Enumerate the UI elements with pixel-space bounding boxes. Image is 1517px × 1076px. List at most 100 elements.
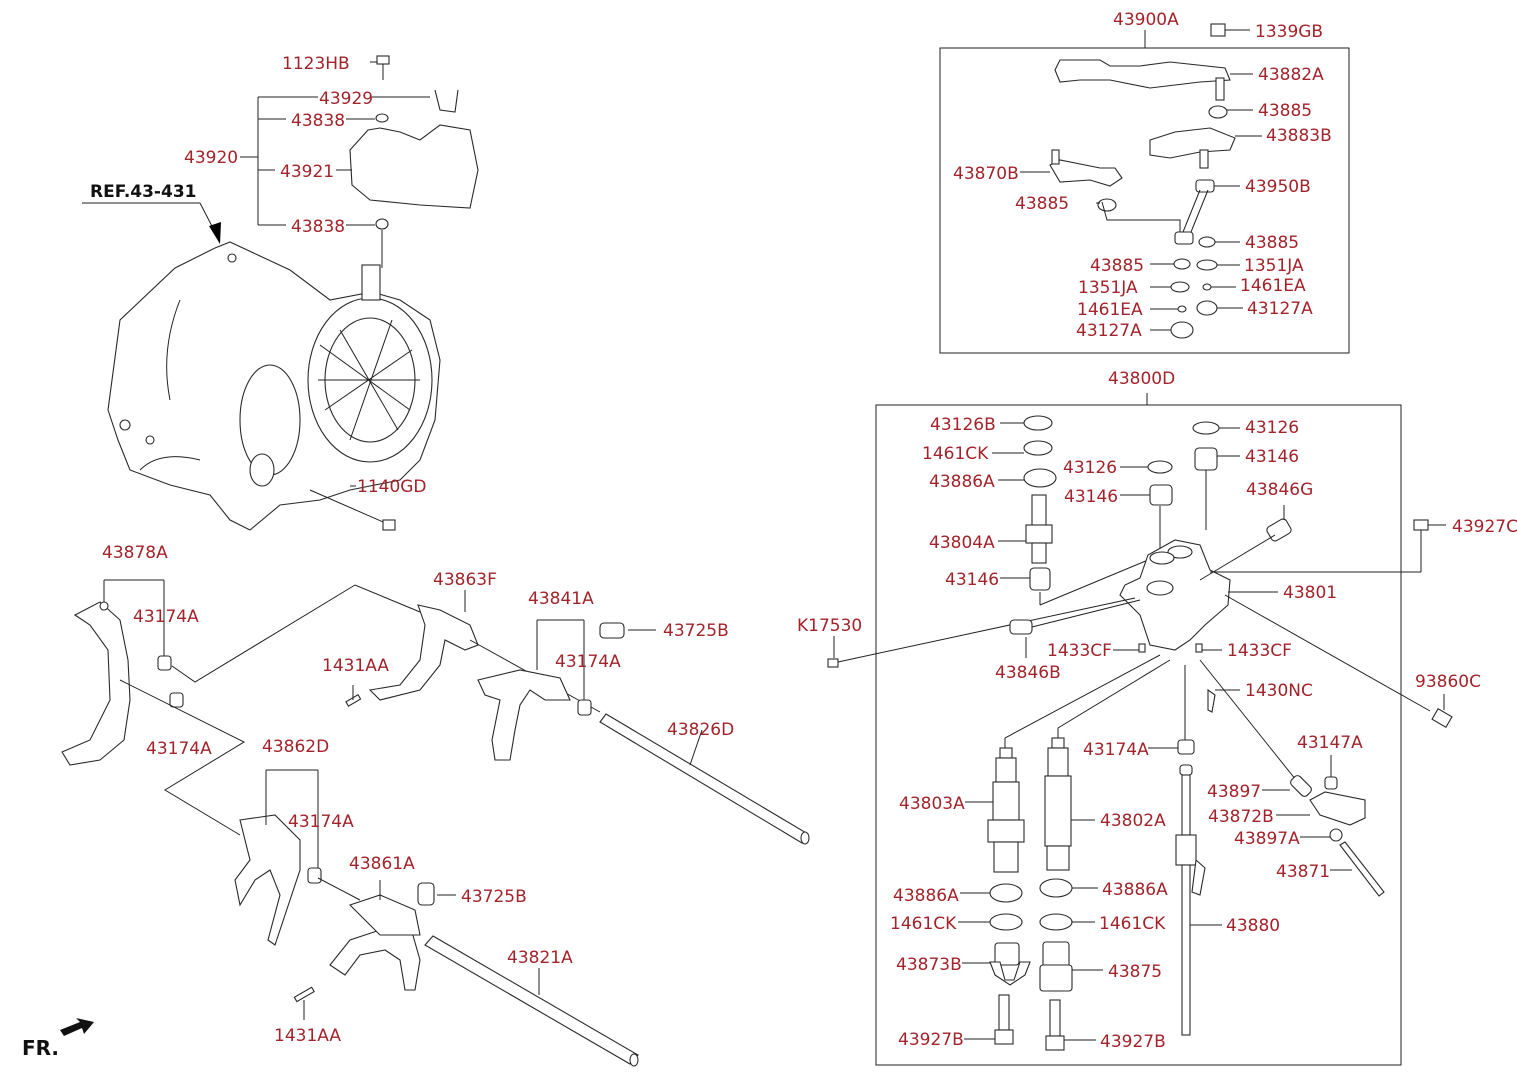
label-43174A[interactable]: 43174A [1083, 740, 1149, 760]
label-43821A[interactable]: 43821A [507, 948, 573, 968]
label-43878A[interactable]: 43878A [102, 543, 168, 563]
label-43920[interactable]: 43920 [184, 148, 238, 168]
label-K17530[interactable]: K17530 [797, 616, 862, 636]
label-93860C[interactable]: 93860C [1415, 672, 1481, 692]
label-43126[interactable]: 43126 [1063, 458, 1117, 478]
fork-43861A [329, 880, 421, 991]
label-43885[interactable]: 43885 [1090, 256, 1144, 276]
label-43921[interactable]: 43921 [280, 162, 334, 182]
label-43861A[interactable]: 43861A [349, 854, 415, 874]
label-43886A[interactable]: 43886A [929, 472, 995, 492]
label-43174A[interactable]: 43174A [146, 739, 212, 759]
label-43846B[interactable]: 43846B [995, 663, 1061, 683]
label-1431AA[interactable]: 1431AA [274, 1026, 341, 1046]
label-43146[interactable]: 43146 [945, 570, 999, 590]
gear-43875 [1039, 941, 1103, 992]
ref-label[interactable]: REF.43-431 [90, 182, 196, 202]
label-43725B[interactable]: 43725B [461, 887, 527, 907]
label-43126B[interactable]: 43126B [930, 415, 996, 435]
bushing [169, 692, 184, 708]
label-43146[interactable]: 43146 [1064, 487, 1118, 507]
shaft-43821A [424, 935, 639, 1067]
label-43846G[interactable]: 43846G [1246, 480, 1313, 500]
shaft-43803A [965, 747, 1025, 873]
label-43127A[interactable]: 43127A [1247, 299, 1313, 319]
label-43870B[interactable]: 43870B [953, 164, 1019, 184]
label-43803A[interactable]: 43803A [899, 794, 965, 814]
clip-1461CK [1023, 440, 1053, 456]
plunger-43725B [599, 622, 625, 639]
label-43838[interactable]: 43838 [291, 217, 345, 237]
label-43802A[interactable]: 43802A [1100, 811, 1166, 831]
label-1431AA[interactable]: 1431AA [322, 656, 389, 676]
label-1433CF[interactable]: 1433CF [1227, 641, 1292, 661]
label-43126[interactable]: 43126 [1245, 418, 1299, 438]
label-43725B[interactable]: 43725B [663, 621, 729, 641]
label-43885[interactable]: 43885 [1258, 101, 1312, 121]
label-43927C[interactable]: 43927C [1452, 517, 1517, 537]
label-1461CK[interactable]: 1461CK [1099, 914, 1166, 934]
lever-43882A [1054, 23, 1253, 101]
plunger-43846G [1266, 518, 1292, 542]
label-43800D[interactable]: 43800D [1108, 369, 1175, 389]
label-43801[interactable]: 43801 [1283, 583, 1337, 603]
label-1461EA[interactable]: 1461EA [1240, 276, 1306, 296]
fork-43841A [477, 619, 585, 761]
label-1351JA[interactable]: 1351JA [1078, 278, 1138, 298]
label-1461CK[interactable]: 1461CK [890, 914, 957, 934]
bearing-43146 [1149, 484, 1173, 506]
label-43927B[interactable]: 43927B [1100, 1032, 1166, 1052]
label-43863F[interactable]: 43863F [433, 570, 497, 590]
bushing [577, 699, 592, 716]
bearing-43146-top [1194, 447, 1218, 471]
label-43862D[interactable]: 43862D [262, 737, 329, 757]
label-1140GD[interactable]: 1140GD [357, 477, 427, 497]
washer [1198, 236, 1216, 248]
plunger-43846B [1009, 619, 1033, 635]
label-43174A[interactable]: 43174A [555, 652, 621, 672]
label-43875[interactable]: 43875 [1108, 962, 1162, 982]
label-1430NC[interactable]: 1430NC [1245, 681, 1313, 701]
label-43927B[interactable]: 43927B [898, 1030, 964, 1050]
label-43174A[interactable]: 43174A [288, 812, 354, 832]
label-1339GB[interactable]: 1339GB [1255, 22, 1323, 42]
label-43880[interactable]: 43880 [1226, 916, 1280, 936]
label-1351JA[interactable]: 1351JA [1244, 256, 1304, 276]
front-arrow-icon [60, 1018, 94, 1036]
label-43886A[interactable]: 43886A [893, 886, 959, 906]
label-43873B[interactable]: 43873B [896, 955, 962, 975]
label-43929[interactable]: 43929 [319, 89, 373, 109]
label-43900A[interactable]: 43900A [1113, 10, 1179, 30]
pin-43897 [1290, 775, 1312, 797]
label-43883B[interactable]: 43883B [1266, 126, 1332, 146]
lever-43883B [1149, 127, 1262, 169]
label-1123HB[interactable]: 1123HB [282, 54, 350, 74]
label-43838[interactable]: 43838 [291, 111, 345, 131]
label-43872B[interactable]: 43872B [1208, 807, 1274, 827]
pin-1431AA-a [345, 694, 362, 707]
shaft-43826D [599, 713, 810, 845]
bracket-group [240, 55, 479, 268]
label-43841A[interactable]: 43841A [528, 589, 594, 609]
bracket-43872B [1276, 791, 1366, 826]
label-43885[interactable]: 43885 [1245, 233, 1299, 253]
label-43174A[interactable]: 43174A [133, 607, 199, 627]
label-43886A[interactable]: 43886A [1102, 880, 1168, 900]
label-43950B[interactable]: 43950B [1245, 177, 1311, 197]
sleeve-43873B [962, 942, 1031, 986]
label-1433CF[interactable]: 1433CF [1047, 641, 1112, 661]
label-43897[interactable]: 43897 [1207, 782, 1261, 802]
label-1461EA[interactable]: 1461EA [1077, 300, 1143, 320]
label-1461CK[interactable]: 1461CK [922, 444, 989, 464]
seal-43126-top [1192, 421, 1220, 435]
label-43147A[interactable]: 43147A [1297, 733, 1363, 753]
label-43146[interactable]: 43146 [1245, 447, 1299, 467]
plunger-43725B-b [417, 882, 435, 906]
label-43882A[interactable]: 43882A [1258, 65, 1324, 85]
label-43826D[interactable]: 43826D [667, 720, 734, 740]
label-43885[interactable]: 43885 [1015, 194, 1069, 214]
label-43897A[interactable]: 43897A [1234, 829, 1300, 849]
label-43804A[interactable]: 43804A [929, 533, 995, 553]
label-43127A[interactable]: 43127A [1076, 321, 1142, 341]
label-43871[interactable]: 43871 [1276, 862, 1330, 882]
